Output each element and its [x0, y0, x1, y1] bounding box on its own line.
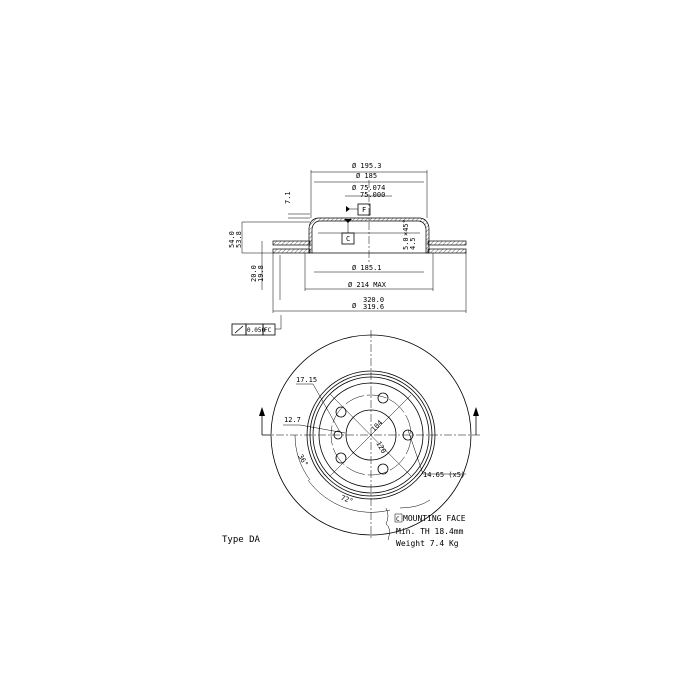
dim-53-8: 53.8	[235, 231, 243, 248]
dim-54-0: 54.0	[228, 231, 236, 248]
runout-value: 0.050	[247, 327, 265, 334]
left-plate-top	[272, 240, 311, 246]
datum-c: C	[346, 235, 350, 243]
holes-spec: 14.65 (x5)	[423, 471, 465, 479]
weight: Weight 7.4 Kg	[396, 539, 459, 548]
pcd-120: 120	[374, 440, 387, 455]
angle-36: 36°	[296, 453, 309, 468]
runout-ref: FC	[264, 327, 272, 334]
dim-bore-max: 75.074	[360, 184, 385, 192]
left-plate-bottom	[272, 248, 311, 254]
bore-symbol: Ø	[352, 184, 357, 192]
runout-tolerance-frame: 0.050 FC	[231, 315, 282, 336]
right-plate-top	[427, 240, 467, 246]
dim-12-7: 12.7	[284, 416, 301, 424]
right-plate-bottom	[427, 248, 467, 254]
dim-4-5: 4.5	[409, 237, 417, 250]
dim-chamfer: ×45°	[402, 219, 410, 236]
mounting-face-label: MOUNTING FACE	[403, 514, 466, 523]
datum-f: F	[362, 206, 366, 214]
dim-20-0: 20.0	[250, 265, 258, 282]
dim-7-1: 7.1	[284, 191, 292, 204]
type-label: Type DA	[222, 535, 261, 545]
dim-19-8: 19.8	[257, 265, 265, 282]
front-view: 17.15 12.7 36° 72° 104 120 14.65 (x5)	[259, 330, 480, 541]
min-thickness: Min. TH 18.4mm	[396, 527, 464, 536]
mounting-ref: C	[396, 516, 400, 523]
dim-bore-min: 75.000	[360, 191, 385, 199]
dim-17-15: 17.15	[296, 376, 317, 384]
dim-320-symbol: Ø	[352, 302, 357, 310]
datum-f-box	[357, 203, 371, 216]
dim-319-6: 319.6	[363, 303, 384, 311]
dim-185-1: Ø 185.1	[352, 264, 382, 272]
section-arrow-right-icon	[473, 407, 479, 416]
pcd-104: 104	[370, 419, 385, 434]
dim-5-0: 5.0	[402, 237, 410, 250]
side-view: Ø 195.3 Ø 185 Ø 75.074 75.000 F C 7.1 54…	[228, 162, 467, 336]
dim-214-max: Ø 214 MAX	[348, 281, 387, 289]
angle-72: 72°	[340, 494, 355, 506]
dim-185: Ø 185	[356, 172, 377, 180]
section-arrow-left-icon	[259, 407, 265, 416]
dim-195-3: Ø 195.3	[352, 162, 382, 170]
dim-320-0: 320.0	[363, 296, 384, 304]
